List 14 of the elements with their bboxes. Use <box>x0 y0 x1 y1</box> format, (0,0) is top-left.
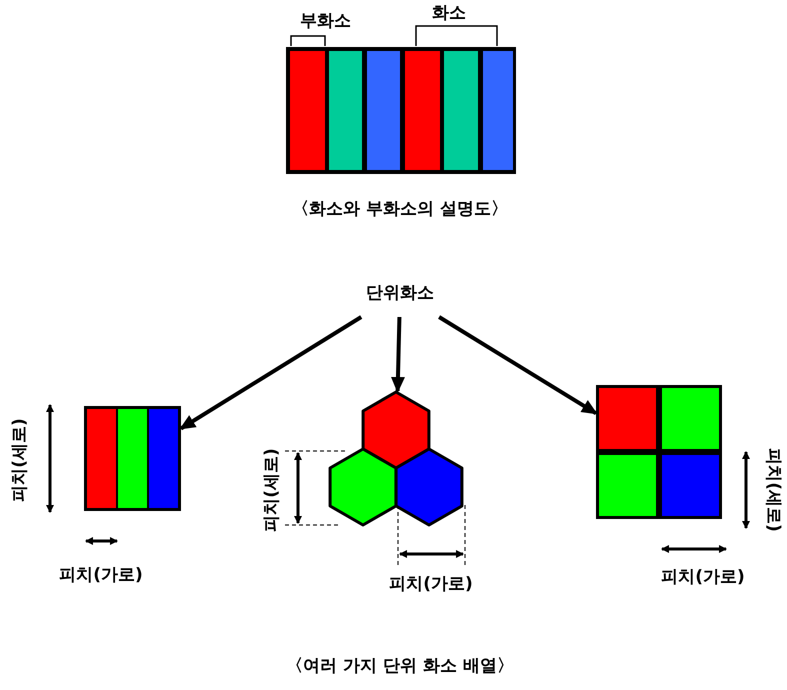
pitch-label: 피치(가로) <box>661 568 745 587</box>
subpixel-label: 부화소 <box>300 12 351 31</box>
pitch-label: 피치(세로) <box>262 448 282 532</box>
pitch-label: 피치(가로) <box>389 575 473 594</box>
pitch-label: 피치(가로) <box>59 566 143 585</box>
pitch-label: 피치(세로) <box>764 448 782 532</box>
arrow <box>438 315 598 416</box>
pitch-label: 피치(세로) <box>10 418 30 502</box>
figure-caption: 〈여러 가지 단위 화소 배열〉 <box>286 657 514 676</box>
unit-pixel-label: 단위화소 <box>357 281 443 305</box>
arrow <box>179 315 362 430</box>
pixel-label: 화소 <box>432 4 466 23</box>
arrow <box>390 316 405 393</box>
figure-caption: 〈화소와 부화소의 설명도〉 <box>292 200 508 219</box>
